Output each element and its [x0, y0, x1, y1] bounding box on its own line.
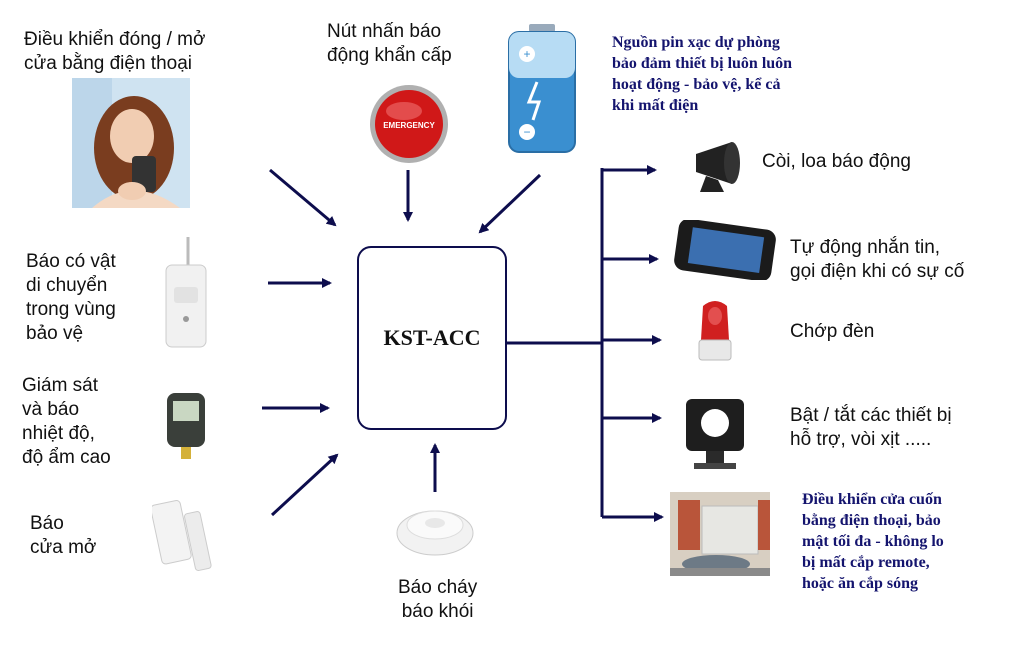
device-relay-image — [680, 395, 750, 471]
thermo-hygrometer-image — [165, 391, 207, 461]
arrow-phone-to-center — [270, 170, 335, 225]
flash-light-image — [695, 296, 735, 362]
woman-phone-image — [72, 78, 190, 208]
door-sensor-image — [152, 498, 218, 578]
smoke-detector-image — [395, 493, 475, 559]
emergency-badge-text: EMERGENCY — [383, 121, 435, 130]
svg-text:−: − — [523, 125, 530, 139]
motion-sensor-image — [162, 237, 210, 349]
arrow-battery-to-center — [480, 175, 540, 232]
controller-label: KST-ACC — [384, 325, 481, 351]
smartphone-image — [672, 220, 778, 280]
roller-door-house-image — [670, 492, 770, 576]
svg-text:+: + — [523, 47, 530, 61]
label-flash-light: Chớp đèn — [790, 320, 874, 344]
battery-image: + − — [507, 24, 577, 154]
controller-box: KST-ACC — [357, 246, 507, 430]
emergency-button-image: EMERGENCY — [368, 83, 450, 165]
label-siren: Còi, loa báo động — [762, 150, 911, 174]
arrow-door-to-center — [272, 455, 337, 515]
siren-image — [690, 140, 750, 196]
label-auto-sms: Tự động nhắn tin,gọi điện khi có sự cố — [790, 236, 964, 284]
